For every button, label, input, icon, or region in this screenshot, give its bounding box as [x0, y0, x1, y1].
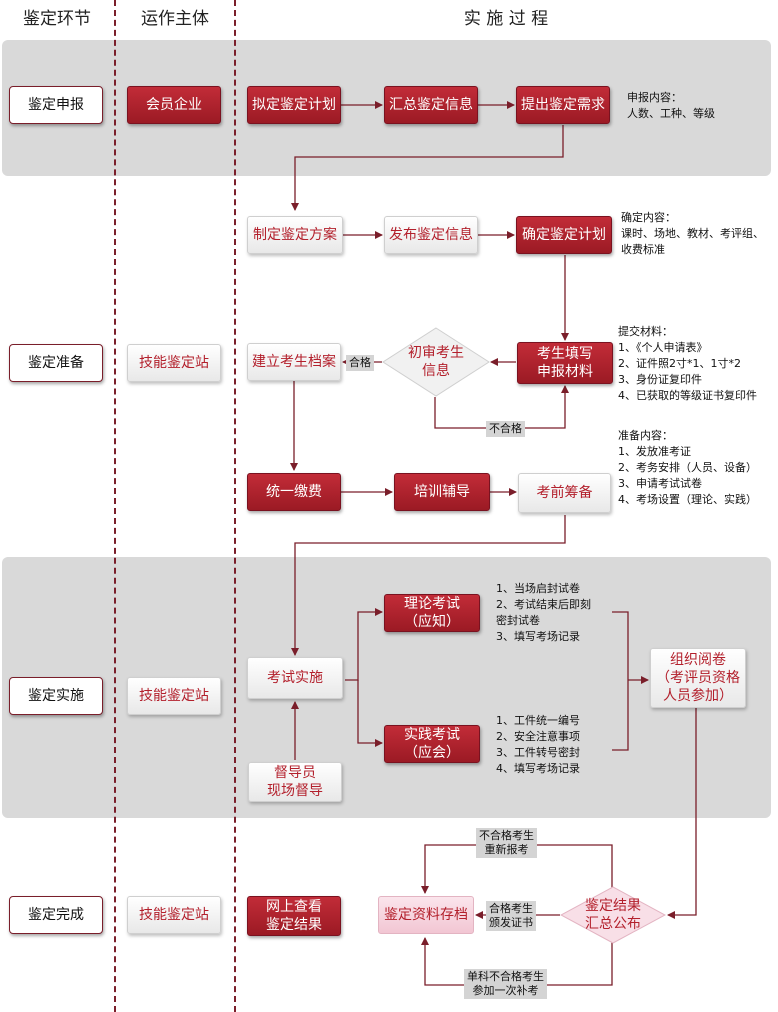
step-build-archive: 建立考生档案: [247, 343, 341, 381]
decision-first-review: 初审考生 信息: [382, 327, 490, 397]
decision-first-review-label: 初审考生 信息: [408, 345, 464, 379]
label-single-fail: 单科不合格考生 参加一次补考: [464, 969, 547, 999]
stage-implement: 鉴定实施: [9, 677, 103, 715]
bracket-practice: [612, 680, 629, 751]
step-confirm-plan: 确定鉴定计划: [516, 216, 612, 254]
step-fill-materials: 考生填写 申报材料: [517, 342, 613, 384]
arrow-marking-result: [667, 708, 697, 919]
note-theory: 1、当场启封试卷 2、考试结束后即刻 密封试卷 3、填写考场记录: [496, 582, 591, 643]
stage-complete: 鉴定完成: [9, 896, 103, 934]
note-practice: 1、工件统一编号 2、安全注意事项 3、工件转号密封 4、填写考场记录: [496, 714, 580, 775]
step-make-scheme: 制定鉴定方案: [247, 216, 343, 254]
label-pass-cert: 合格考生 颁发证书: [486, 901, 536, 931]
actor-station-implement: 技能鉴定站: [127, 677, 221, 715]
step-pre-exam: 考前筹备: [518, 473, 611, 513]
stage-prepare: 鉴定准备: [9, 344, 103, 382]
step-practice-exam: 实践考试 （应会）: [384, 725, 480, 763]
arrow-exam-theory: [345, 608, 383, 681]
actor-station-complete: 技能鉴定站: [127, 896, 221, 934]
header-actor: 运作主体: [141, 9, 209, 29]
actor-member-company: 会员企业: [127, 86, 221, 124]
note-prepare: 准备内容： 1、发放准考证 2、考务安排（人员、设备） 3、申请考试试卷 4、考…: [618, 429, 757, 506]
divider-1: [114, 0, 116, 1012]
step-submit-demand: 提出鉴定需求: [516, 86, 610, 124]
arrow-submit-scheme: [291, 125, 564, 211]
actor-station-prepare: 技能鉴定站: [127, 344, 221, 382]
step-archive-data: 鉴定资料存档: [378, 896, 474, 934]
step-training: 培训辅导: [394, 473, 490, 511]
step-exam-impl: 考试实施: [247, 657, 343, 699]
step-check-online: 网上查看 鉴定结果: [247, 896, 341, 936]
step-organize-marking: 组织阅卷 （考评员资格 人员参加）: [650, 648, 746, 708]
decision-result-publish: 鉴定结果 汇总公布: [560, 886, 666, 944]
header-stage: 鉴定环节: [23, 9, 91, 29]
note-submit: 提交材料： 1、《个人申请表》 2、证件照2寸*1、1寸*2 3、身份证复印件 …: [618, 325, 757, 402]
arrow-pre-exam: [291, 515, 566, 656]
step-collect-info: 汇总鉴定信息: [384, 86, 478, 124]
step-supervisor: 督导员 现场督导: [248, 762, 342, 802]
step-publish-info: 发布鉴定信息: [384, 216, 478, 254]
label-fail: 不合格: [486, 421, 525, 437]
stage-apply: 鉴定申报: [9, 86, 103, 124]
note-apply: 申报内容： 人数、工种、等级: [627, 91, 715, 120]
bracket-theory: [612, 611, 629, 680]
label-fail-retake: 不合格考生 重新报考: [476, 828, 537, 858]
divider-2: [234, 0, 236, 1012]
decision-result-publish-label: 鉴定结果 汇总公布: [585, 898, 641, 932]
step-draft-plan: 拟定鉴定计划: [247, 86, 341, 124]
note-confirm: 确定内容： 课时、场地、教材、考评组、 收费标准: [621, 211, 764, 256]
step-theory-exam: 理论考试 （应知）: [384, 594, 480, 632]
arrow-exam-practice: [357, 680, 383, 747]
step-unified-payment: 统一缴费: [247, 473, 341, 511]
label-pass: 合格: [346, 355, 374, 371]
header-process: 实 施 过 程: [463, 9, 549, 29]
